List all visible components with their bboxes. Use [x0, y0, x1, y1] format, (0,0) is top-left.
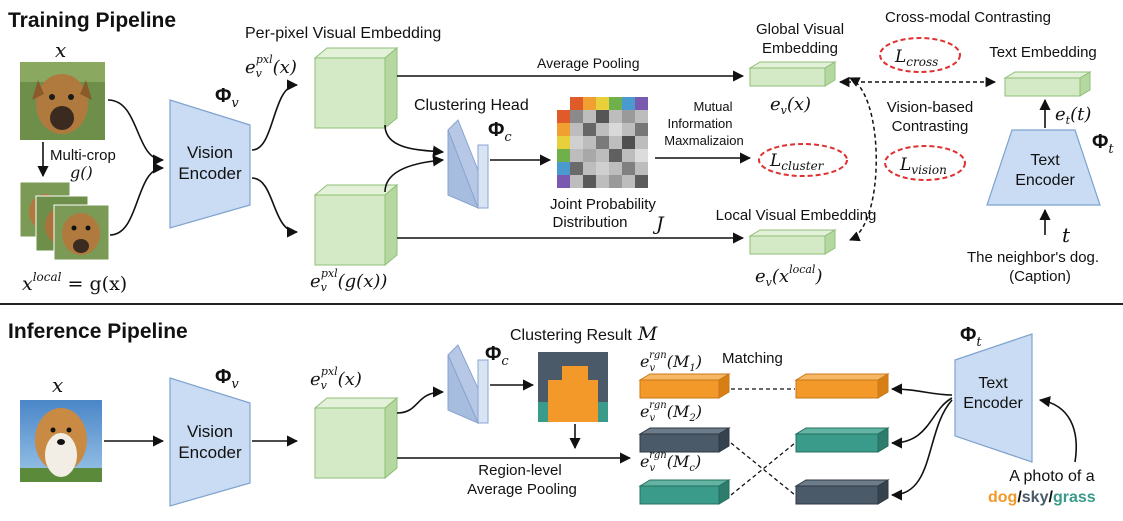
train-phi-t: Φt [1092, 131, 1114, 157]
pxl-cube-bot [313, 183, 399, 267]
epxl-top-label: evpxl(x) [245, 53, 297, 80]
ev-global-label: ev(x) [770, 94, 811, 117]
cross-modal-label: Cross-modal Contrasting [885, 9, 1051, 26]
loss-cross-ellipse [879, 37, 961, 73]
cluster-head-label: Clustering Head [414, 97, 529, 114]
joint-probability-matrix [557, 97, 648, 188]
inf-text-encoder [954, 333, 1033, 463]
global-l1: Global Visual [756, 21, 844, 38]
train-tenc-l1: Text [1030, 152, 1060, 169]
arrow-pxl-head-top [384, 124, 445, 157]
vision-based-l2: Contrasting [892, 118, 969, 135]
caption-l1: The neighbor's dog. [967, 249, 1099, 266]
jpd-var: J [652, 213, 665, 235]
rgn-box-1 [638, 373, 731, 399]
train-encoder-l2: Encoder [178, 164, 242, 183]
local-embedding-box [748, 229, 837, 255]
rgn-label-c: evrgn(Mc) [640, 450, 701, 474]
training-title: Training Pipeline [8, 9, 176, 32]
prompt-l1: A photo of a [1009, 468, 1095, 485]
inf-input-var: x [52, 373, 63, 397]
text-emb-label: Text Embedding [989, 44, 1097, 61]
arrow-img-enc [107, 99, 165, 166]
loss-cluster-ellipse [758, 143, 848, 177]
inf-epxl-label: evpxl(x) [310, 365, 362, 392]
arrow-tenc-dog [890, 383, 953, 396]
pxl-cube-top [313, 46, 399, 130]
caption-l2: (Caption) [1009, 268, 1071, 285]
prompt-l2: dog/sky/grass [988, 489, 1096, 506]
arrow-prompt-tenc [1038, 396, 1077, 463]
arrow-inf-pxl-head [396, 386, 445, 414]
text-emb-grass [794, 427, 890, 453]
arrow-enc-pxl-bot [251, 177, 299, 238]
ev-local-label: ev(xlocal) [755, 263, 822, 289]
jpd-l2: Distribution [552, 214, 627, 231]
arrow-enc-pxl-top [251, 79, 299, 151]
text-emb-sky [794, 479, 890, 505]
global-l2: Embedding [762, 40, 838, 57]
cluster-result-mask [538, 352, 608, 422]
train-tenc-l2: Encoder [1015, 172, 1075, 189]
mi-l1: Mutual [693, 99, 732, 114]
inf-tenc-l1: Text [978, 375, 1008, 392]
inf-phi-c: Φc [485, 343, 509, 369]
train-encoder-l1: Vision [187, 143, 233, 162]
rgn-label-2: evrgn(M2) [640, 400, 702, 424]
rgn-box-c [638, 479, 731, 505]
rgn-label-1: evrgn(M1) [640, 350, 702, 374]
jpd-l1: Joint Probability [550, 196, 656, 213]
local-var: xlocal = g(x) [22, 270, 127, 295]
region-pool-l1: Region-level [478, 462, 561, 479]
perpixel-title: Per-pixel Visual Embedding [245, 25, 441, 42]
loss-vision-ellipse [884, 145, 966, 181]
train-vision-encoder [169, 99, 251, 229]
arrow-crop-enc [109, 162, 165, 236]
loss-cluster: Lcluster [769, 151, 825, 173]
text-emb-dog [794, 373, 890, 399]
matching-label: Matching [722, 350, 783, 367]
train-phi-v: Φv [215, 85, 239, 111]
vision-contrast-link [849, 77, 877, 242]
vision-based-l1: Vision-based [887, 99, 973, 116]
arrow-pxl-head-bot [384, 155, 445, 193]
inf-encoder-l1: Vision [187, 422, 233, 441]
train-input-var: x [55, 38, 66, 62]
multicrop-label: Multi-crop [50, 147, 116, 164]
train-cluster-head [447, 119, 489, 210]
inf-cluster-head [447, 344, 489, 424]
inf-vision-encoder [169, 377, 251, 507]
dog-photo-inference [20, 400, 102, 482]
inf-pxl-cube [313, 396, 399, 480]
train-text-encoder [986, 129, 1101, 206]
global-embedding-box [748, 61, 837, 87]
local-title: Local Visual Embedding [716, 207, 877, 224]
local-crops [19, 181, 110, 261]
inf-phi-t: Φt [960, 324, 982, 350]
epxl-bot-label: evpxl(g(x)) [310, 267, 387, 294]
inf-encoder-l2: Encoder [178, 443, 242, 462]
t-var: t [1062, 223, 1071, 247]
text-embedding-box [1003, 71, 1092, 97]
inference-title: Inference Pipeline [8, 320, 188, 343]
rgn-box-2 [638, 427, 731, 453]
inf-tenc-l2: Encoder [963, 395, 1023, 412]
loss-cross: Lcross [894, 47, 938, 69]
inf-phi-v: Φv [215, 366, 239, 392]
region-pool-l2: Average Pooling [467, 481, 577, 498]
mi-l2: Information [667, 116, 732, 131]
dog-photo-train [20, 62, 105, 140]
arrow-tenc-sky [890, 399, 953, 501]
train-phi-c: Φc [488, 119, 512, 145]
arrow-tenc-grass [890, 397, 953, 449]
loss-vision: Lvision [899, 155, 947, 177]
mi-l3: Maxmalizaion [664, 133, 743, 148]
multicrop-fn: g() [70, 163, 93, 182]
avg-pool-label: Average Pooling [537, 55, 639, 71]
et-label: et(t) [1055, 104, 1091, 127]
